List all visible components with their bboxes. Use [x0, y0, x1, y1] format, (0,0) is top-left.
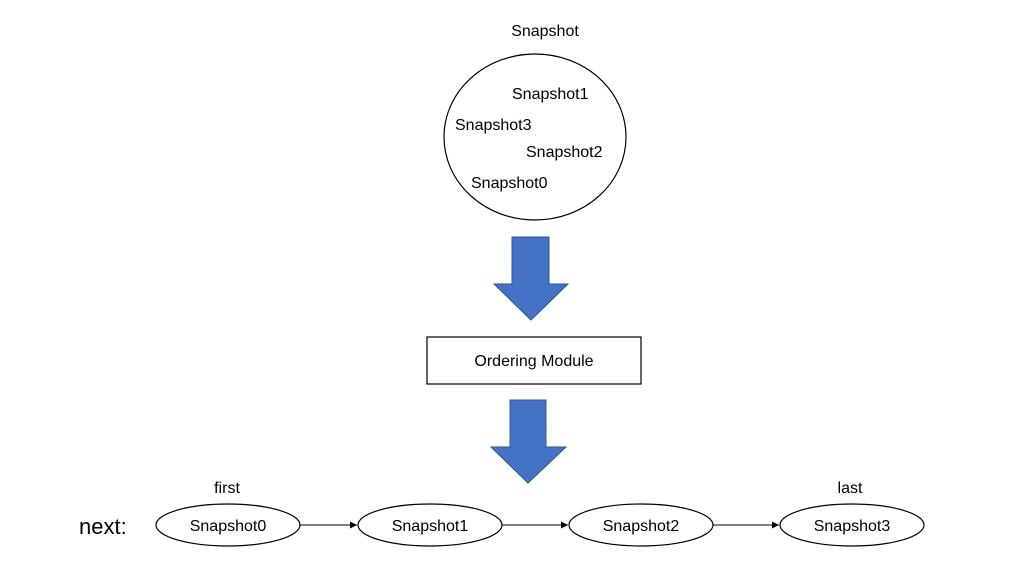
snapshot-set-item-snapshot0: Snapshot0 — [471, 175, 548, 192]
ordering-module-box — [426, 336, 642, 385]
snapshot-set-circle — [443, 53, 627, 221]
first-label: first — [214, 480, 240, 497]
ordering-module-label: Ordering Module — [474, 353, 593, 370]
flow-arrow-down-icon — [492, 236, 570, 321]
snapshot-set-title: Snapshot — [511, 23, 579, 40]
last-label: last — [838, 480, 863, 497]
list-node-label: Snapshot1 — [392, 518, 469, 535]
list-node: Snapshot0 — [155, 503, 301, 547]
list-node-label: Snapshot3 — [814, 518, 891, 535]
list-node: Snapshot1 — [357, 503, 503, 547]
next-label: next: — [79, 514, 127, 539]
list-node-label: Snapshot0 — [190, 518, 267, 535]
snapshot-set-item-snapshot2: Snapshot2 — [526, 144, 603, 161]
snapshot-set-item-snapshot1: Snapshot1 — [512, 86, 589, 103]
list-node-label: Snapshot2 — [603, 518, 680, 535]
list-node: Snapshot2 — [568, 503, 714, 547]
snapshot-set-item-snapshot3: Snapshot3 — [455, 117, 532, 134]
list-node: Snapshot3 — [779, 503, 925, 547]
flow-arrow-down-icon — [489, 399, 568, 484]
